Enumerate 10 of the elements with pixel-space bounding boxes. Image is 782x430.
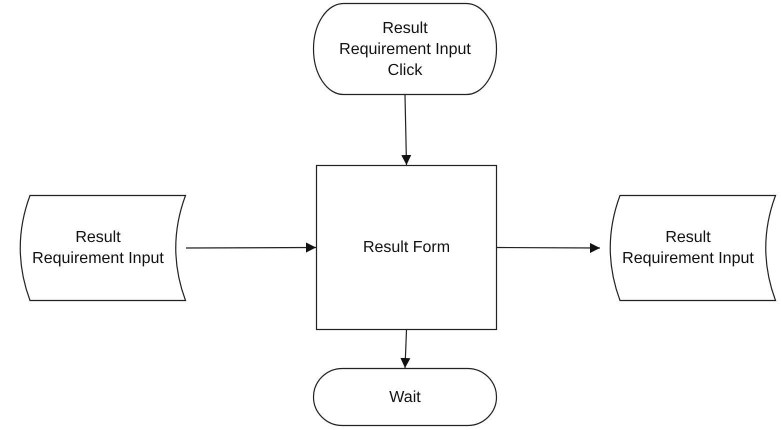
- node-label: Result Requirement Input: [31, 228, 165, 269]
- process-box: [316, 165, 497, 330]
- arrow: [186, 242, 316, 253]
- node-label: Wait: [388, 388, 422, 408]
- node-label: Result Requirement Input: [621, 228, 755, 269]
- node-label: Result Form: [362, 238, 452, 258]
- node-label: Result Requirement Input Click: [338, 18, 472, 80]
- arrow: [401, 94, 412, 166]
- arrow: [400, 330, 410, 368]
- arrow: [497, 242, 600, 253]
